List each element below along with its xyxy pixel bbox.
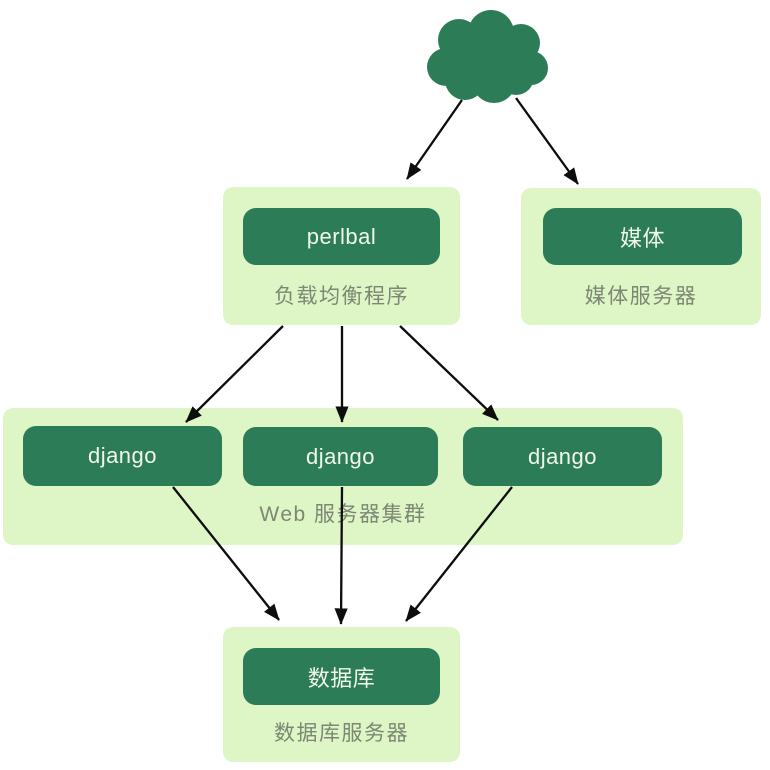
django-node-1: django [23, 426, 222, 486]
edge-cloud-to-load-balancer [406, 99, 463, 180]
edge-load-balancer-to-django-3 [399, 325, 499, 421]
media-node: 媒体 [543, 208, 742, 265]
cloud-icon [427, 10, 548, 103]
media-server-group: 媒体 媒体服务器 [521, 188, 761, 325]
media-server-label: 媒体服务器 [584, 285, 698, 308]
load-balancer-group: perlbal 负载均衡程序 [223, 187, 460, 325]
web-cluster-label: Web 服务器集群 [259, 503, 427, 526]
edge-cloud-to-media [515, 97, 579, 185]
database-server-label: 数据库服务器 [274, 722, 409, 745]
load-balancer-label: 负载均衡程序 [274, 285, 409, 308]
database-server-group: 数据库 数据库服务器 [223, 627, 460, 762]
perlbal-node: perlbal [243, 208, 440, 265]
django-node-3: django [463, 427, 662, 486]
web-cluster-group: django django django Web 服务器集群 [3, 408, 683, 545]
django-node-2: django [243, 427, 438, 486]
database-node: 数据库 [243, 648, 440, 705]
